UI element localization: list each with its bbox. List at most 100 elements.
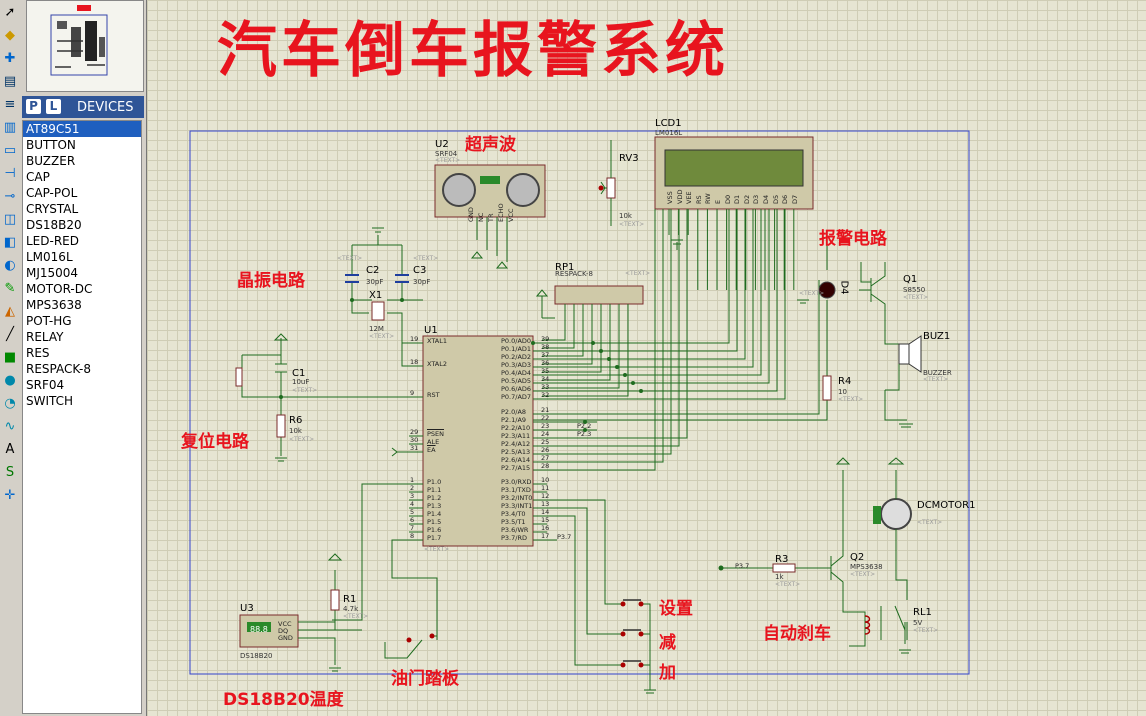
component-icon[interactable]: ◆ xyxy=(5,28,15,43)
library-manager-button[interactable]: L xyxy=(46,99,61,114)
junction xyxy=(279,395,283,399)
junction xyxy=(591,341,595,345)
lcd1-pin-label: D7 xyxy=(790,194,799,204)
c1-text: <TEXT> xyxy=(292,387,318,394)
u1-pin-name: P2.7/A15 xyxy=(501,464,531,472)
junction-icon[interactable]: ✚ xyxy=(4,51,16,66)
button-pin xyxy=(620,631,626,637)
label-icon[interactable]: ▤ xyxy=(3,74,17,89)
u1-pin-name: P1.7 xyxy=(427,534,442,542)
probe-icon[interactable]: ✎ xyxy=(4,281,16,296)
device-item[interactable]: RESPACK-8 xyxy=(26,362,91,376)
circle-icon[interactable]: ● xyxy=(4,373,16,388)
rv3-body xyxy=(606,177,616,199)
device-item[interactable]: MPS3638 xyxy=(26,298,82,312)
wire xyxy=(351,235,423,344)
net-label: P2.2 xyxy=(577,422,592,430)
u1-pin-name: P0.6/AD6 xyxy=(501,385,532,393)
device-item[interactable]: CAP-POL xyxy=(26,186,78,200)
u1-pin-name: PSEN xyxy=(427,430,445,438)
tape-icon[interactable]: ◧ xyxy=(3,235,17,250)
reset-button xyxy=(235,367,243,387)
subcircuit-icon[interactable]: ▭ xyxy=(3,143,17,158)
overview-window[interactable] xyxy=(26,0,144,92)
wire xyxy=(615,633,651,642)
wire xyxy=(895,470,908,640)
terminal-icon[interactable]: ⊣ xyxy=(4,166,16,181)
device-item[interactable]: MJ15004 xyxy=(26,266,79,280)
pick-devices-button[interactable]: P xyxy=(26,99,41,114)
arc-icon[interactable]: ◔ xyxy=(4,396,16,411)
device-item[interactable]: POT-HG xyxy=(26,314,72,328)
u1-pin-number: 23 xyxy=(541,422,550,430)
pin-icon[interactable]: ⊸ xyxy=(4,189,16,204)
device-item[interactable]: MOTOR-DC xyxy=(26,282,93,296)
net-label: P3.7 xyxy=(735,562,750,570)
u1-pin-number: 11 xyxy=(541,484,550,492)
ultrasonic-left xyxy=(442,173,476,207)
junction xyxy=(718,565,724,571)
r4-body xyxy=(822,375,832,401)
u1-pin-name: P0.1/AD1 xyxy=(501,345,532,353)
symbol-icon[interactable]: S xyxy=(5,465,15,480)
text-icon[interactable]: A xyxy=(5,442,15,457)
u1-pin-name: P2.6/A14 xyxy=(501,456,531,464)
rp1-text: <TEXT> xyxy=(625,270,651,277)
device-item[interactable]: RES xyxy=(26,346,50,360)
r6-value: 10k xyxy=(289,427,302,435)
device-item[interactable]: RELAY xyxy=(26,330,64,344)
rv3-pin xyxy=(598,185,604,191)
device-item[interactable]: CAP xyxy=(26,170,50,184)
wire xyxy=(533,209,786,400)
x1-value: 12M xyxy=(369,325,384,333)
u1-pin-number: 25 xyxy=(541,438,550,446)
ultrasonic-right xyxy=(506,173,540,207)
dcmotor1-ref: DCMOTOR1 xyxy=(917,500,976,511)
text-script-icon[interactable]: ≡ xyxy=(4,97,16,112)
instrument-icon[interactable]: ◭ xyxy=(5,304,15,319)
u3-pin-label: VCC xyxy=(278,620,292,628)
wire xyxy=(797,299,809,304)
rp1-body xyxy=(554,285,644,305)
wire xyxy=(644,604,656,694)
u1-pin-name: P1.5 xyxy=(427,518,442,526)
u2-part: SRF04 xyxy=(435,150,458,158)
u1-pin-name: XTAL1 xyxy=(427,337,448,345)
throttle-pin-a xyxy=(406,637,412,643)
u1-pin-number: 19 xyxy=(410,335,419,343)
wire xyxy=(533,209,754,368)
wire xyxy=(345,274,409,283)
wire xyxy=(533,209,770,384)
line-icon[interactable]: ╱ xyxy=(6,327,14,342)
marker-icon[interactable]: ✛ xyxy=(4,488,16,503)
d4-text: <TEXT> xyxy=(799,290,825,297)
lcd1-screen xyxy=(664,149,804,187)
generator-icon[interactable]: ◐ xyxy=(4,258,16,273)
device-item[interactable]: LED-RED xyxy=(26,234,79,248)
device-item[interactable]: BUTTON xyxy=(26,138,76,152)
graph-icon[interactable]: ◫ xyxy=(3,212,17,227)
u1-pin-number: 34 xyxy=(541,375,550,383)
device-item[interactable]: SRF04 xyxy=(26,378,65,392)
u1-pin-number: 31 xyxy=(410,444,419,452)
device-item[interactable]: SWITCH xyxy=(26,394,74,408)
button-pin xyxy=(638,662,644,668)
device-item[interactable]: DS18B20 xyxy=(26,218,82,232)
bus-icon[interactable]: ▥ xyxy=(3,120,17,135)
r1-body xyxy=(330,589,340,611)
device-item[interactable]: CRYSTAL xyxy=(26,202,79,216)
u1-text: <TEXT> xyxy=(424,546,450,553)
device-item[interactable]: AT89C51 xyxy=(23,121,141,137)
box-icon[interactable]: ■ xyxy=(3,350,17,365)
device-item[interactable]: BUZZER xyxy=(26,154,76,168)
wire xyxy=(721,470,866,647)
device-item[interactable]: LM016L xyxy=(26,250,73,264)
u1-pin-number: 8 xyxy=(410,532,415,540)
u1-pin-name: P0.7/AD7 xyxy=(501,393,532,401)
selection-icon[interactable]: ➚ xyxy=(4,5,16,20)
devices-header: P L DEVICES xyxy=(22,96,144,118)
dcmotor1-text: <TEXT> xyxy=(917,519,943,526)
path-icon[interactable]: ∿ xyxy=(4,419,16,434)
